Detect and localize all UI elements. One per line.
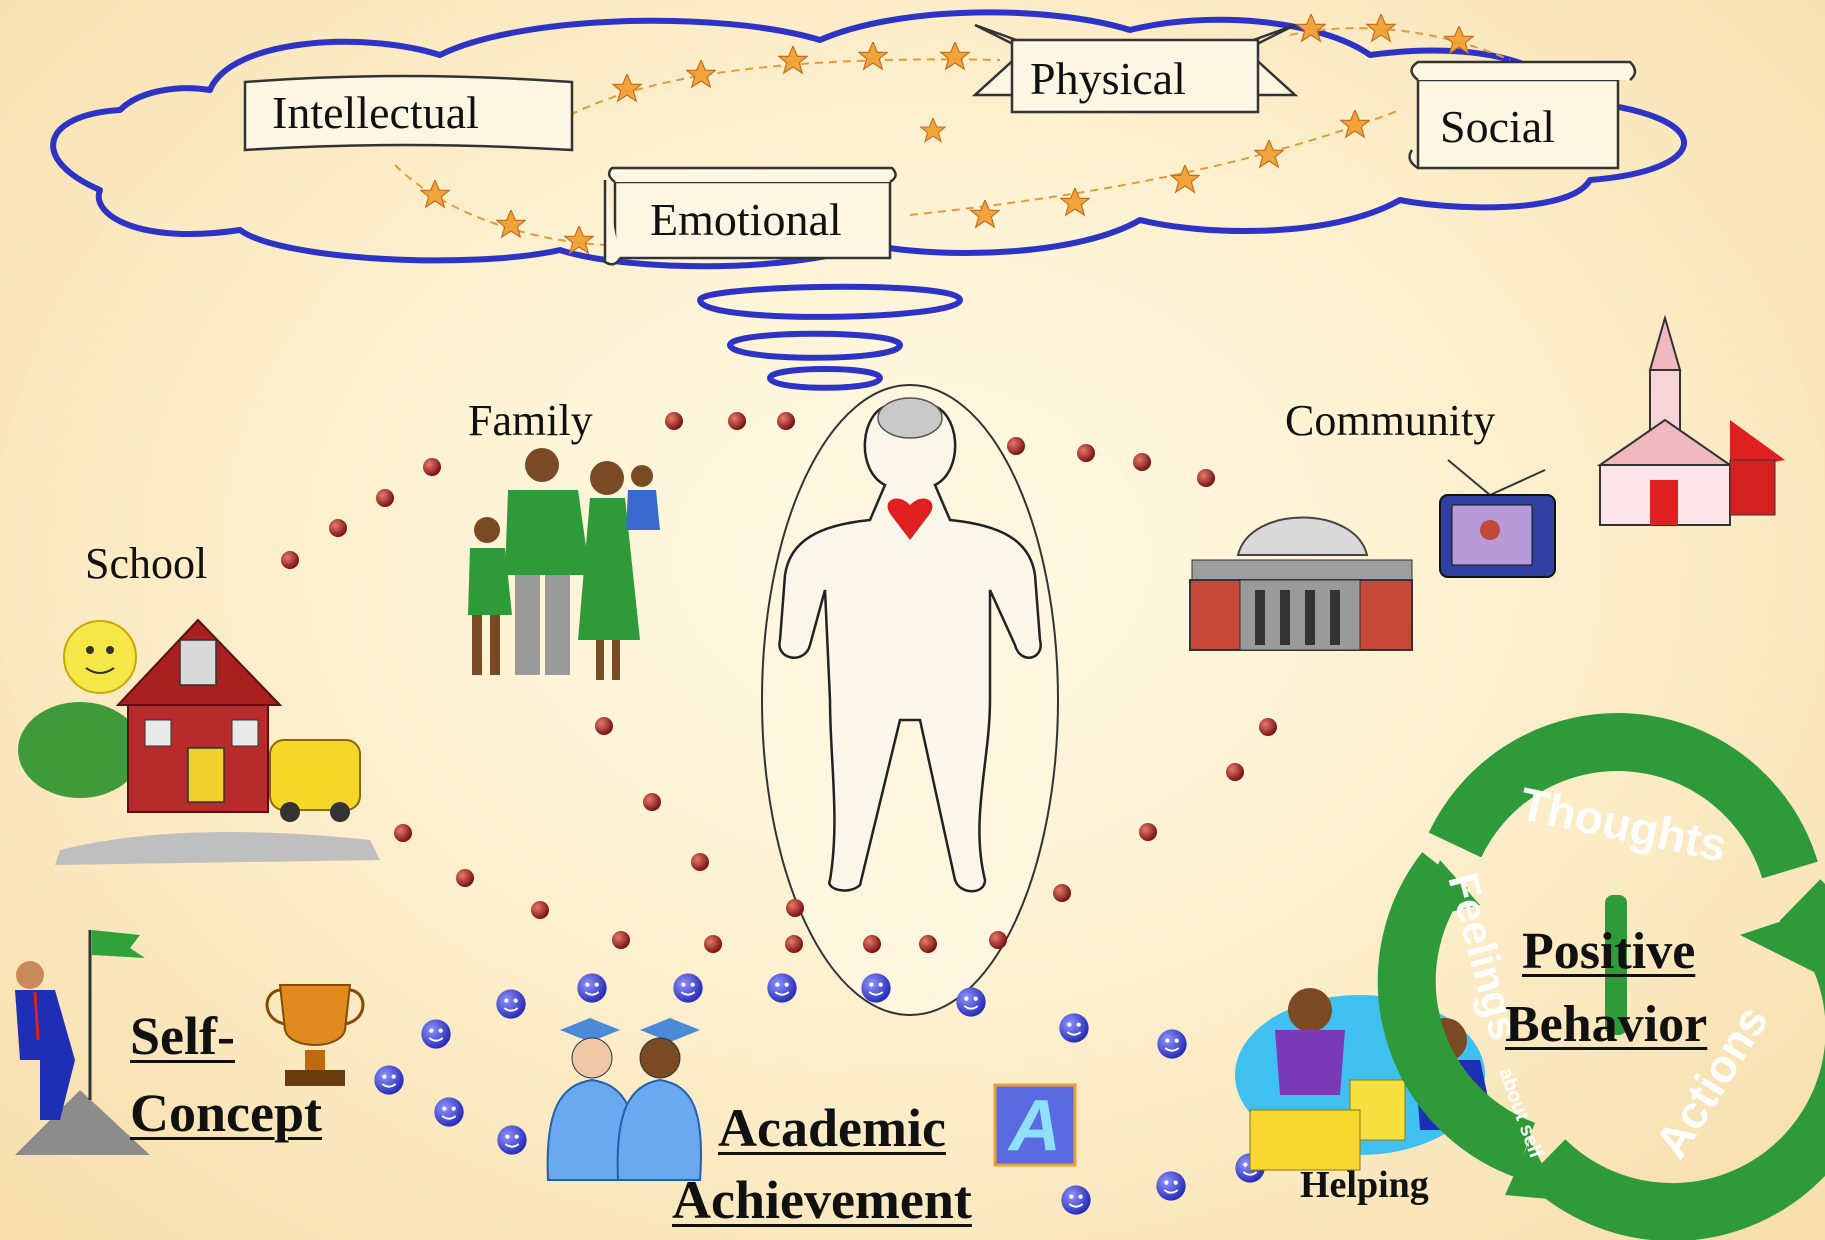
scroll-intellectual <box>243 74 574 152</box>
positive-label-line1: Positive <box>1522 923 1696 980</box>
helping-label: Helping <box>1300 1164 1429 1206</box>
self-concept-label-line1: Self- <box>130 1006 235 1066</box>
school-house-icon <box>18 618 380 865</box>
person-figure <box>761 384 1059 1016</box>
climber-flag-icon <box>15 930 150 1155</box>
academic-label-line2: Achievement <box>672 1170 972 1230</box>
positive-label-line2: Behavior <box>1505 996 1708 1053</box>
scroll-social <box>1408 60 1637 170</box>
a-grade-letter: A <box>1007 1086 1061 1166</box>
graduates-icon <box>546 1018 702 1181</box>
domain-intellectual: Intellectual <box>272 87 479 138</box>
domain-social: Social <box>1440 101 1555 152</box>
a-grade-icon: A <box>993 1083 1077 1167</box>
trophy-icon <box>265 984 365 1086</box>
scroll-physical <box>971 23 1299 114</box>
domain-emotional: Emotional <box>650 194 842 245</box>
scroll-emotional <box>603 166 897 266</box>
courthouse-icon <box>1189 516 1413 651</box>
school-label: School <box>85 539 208 588</box>
thought-cloud <box>50 9 1687 391</box>
environment-dots <box>281 412 1277 953</box>
family-label: Family <box>468 396 593 445</box>
star-trail <box>394 14 1511 254</box>
academic-label-line1: Academic <box>718 1098 946 1158</box>
family-icon <box>468 448 660 680</box>
church-icon <box>1596 314 1785 526</box>
community-label: Community <box>1285 396 1496 445</box>
self-concept-label-line2: Concept <box>130 1083 322 1143</box>
domain-physical: Physical <box>1030 53 1186 104</box>
television-icon <box>1439 459 1556 578</box>
